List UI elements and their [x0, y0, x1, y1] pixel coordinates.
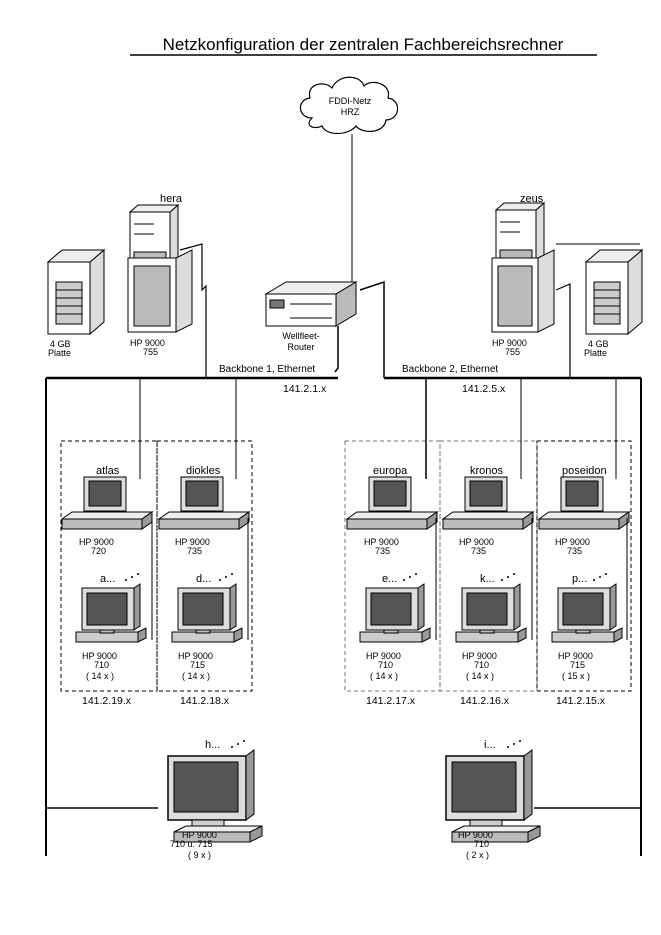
big-workstation-icon-left [167, 749, 263, 843]
workstation-icon-poseidon [538, 476, 630, 530]
backbone-1-net: 141.2.1.x [283, 383, 327, 395]
client-icon-kronos [455, 583, 527, 643]
segment-kronos-ws-model: HP 9000 [462, 651, 497, 661]
server-zeus-model: HP 9000 [492, 338, 527, 348]
fddi-cloud-label: FDDI-Netz [329, 96, 372, 106]
segment-kronos-clients-prefix: k... [480, 573, 495, 585]
segment-kronos-type: 735 [471, 546, 486, 556]
diagram-title: Netzkonfiguration der zentralen Fachbere… [163, 35, 564, 54]
segment-poseidon-type: 735 [567, 546, 582, 556]
segment-atlas-ws-type: 710 [94, 660, 109, 670]
bottom-right-model: HP 9000 [458, 830, 493, 840]
bottom-left-count: ( 9 x ) [188, 850, 211, 860]
segment-diokles-clients-prefix: d... [196, 573, 211, 585]
bottom-left-model: HP 9000 [182, 830, 217, 840]
segment-kronos-ws-type: 710 [474, 660, 489, 670]
segment-kronos-model: HP 9000 [459, 537, 494, 547]
workstation-icon-kronos [442, 476, 534, 530]
disk-right-sublabel: Platte [584, 348, 607, 358]
big-workstation-icon-right [445, 749, 541, 843]
client-icon-europa [359, 583, 431, 643]
client-icon-atlas [75, 583, 147, 643]
segment-diokles-model: HP 9000 [175, 537, 210, 547]
client-icon-diokles [171, 583, 243, 643]
segment-diokles-ws-type: 715 [190, 660, 205, 670]
segment-boxes [60, 440, 632, 692]
server-zeus-name: zeus [520, 193, 544, 205]
backbone-1-label: Backbone 1, Ethernet [219, 364, 315, 375]
server-hera-type: 755 [143, 347, 158, 357]
segment-poseidon-ws-type: 715 [570, 660, 585, 670]
segment-europa-ws-type: 710 [378, 660, 393, 670]
segment-kronos-ws-count: ( 14 x ) [466, 671, 494, 681]
segment-diokles-ws-count: ( 14 x ) [182, 671, 210, 681]
fddi-cloud-sublabel: HRZ [341, 107, 360, 117]
segment-diokles-ws-model: HP 9000 [178, 651, 213, 661]
server-hera-model: HP 9000 [130, 338, 165, 348]
segment-atlas-name: atlas [96, 465, 120, 477]
router-label: Wellfleet- [282, 331, 319, 341]
router-sublabel: Router [287, 342, 314, 352]
segment-diokles-net: 141.2.18.x [180, 695, 230, 707]
segment-atlas-net: 141.2.19.x [82, 695, 132, 707]
router-icon [264, 281, 358, 327]
segment-atlas-type: 720 [91, 546, 106, 556]
segment-diokles-name: diokles [186, 465, 221, 477]
segment-poseidon-ws-count: ( 15 x ) [562, 671, 590, 681]
backbone-2-net: 141.2.5.x [462, 383, 506, 395]
router-link-backbone-2 [359, 280, 385, 378]
server-hera-name: hera [160, 193, 183, 205]
bottom-right-count: ( 2 x ) [466, 850, 489, 860]
segment-europa-net: 141.2.17.x [366, 695, 416, 707]
segment-kronos-name: kronos [470, 465, 504, 477]
disk-right-label: 4 GB [588, 339, 609, 349]
bottom-left-type: 710 u. 715 [170, 839, 213, 849]
workstation-icon-diokles [158, 476, 250, 530]
segment-kronos-net: 141.2.16.x [460, 695, 510, 707]
backbone-2-label: Backbone 2, Ethernet [402, 364, 498, 375]
bottom-left-prefix: h... [205, 739, 220, 751]
segment-poseidon-model: HP 9000 [555, 537, 590, 547]
segment-europa-ws-model: HP 9000 [366, 651, 401, 661]
segment-atlas-clients-prefix: a... [100, 573, 115, 585]
server-zeus-type: 755 [505, 347, 520, 357]
disk-icon-right [585, 249, 643, 335]
router-link-backbone-1 [334, 326, 339, 373]
segment-europa-name: europa [373, 465, 408, 477]
disk-left-label: 4 GB [50, 339, 71, 349]
hera-link [179, 243, 207, 378]
workstation-icon-europa [346, 476, 438, 530]
disk-icon-left [47, 249, 105, 335]
segment-atlas-ws-count: ( 14 x ) [86, 671, 114, 681]
segment-atlas-ws-model: HP 9000 [82, 651, 117, 661]
more-dots [125, 573, 607, 581]
segment-poseidon-net: 141.2.15.x [556, 695, 606, 707]
segment-poseidon-clients-prefix: p... [572, 573, 587, 585]
segment-europa-type: 735 [375, 546, 390, 556]
bottom-more-dots [231, 740, 521, 748]
disk-left-sublabel: Platte [48, 348, 71, 358]
fddi-cloud: FDDI-Netz HRZ [299, 76, 399, 135]
zeus-disk-link [555, 283, 571, 378]
bottom-right-type: 710 [474, 839, 489, 849]
client-icon-poseidon [551, 583, 623, 643]
segment-poseidon-name: poseidon [562, 465, 607, 477]
segment-poseidon-ws-model: HP 9000 [558, 651, 593, 661]
bottom-right-prefix: i... [484, 739, 496, 751]
segment-europa-ws-count: ( 14 x ) [370, 671, 398, 681]
segment-europa-model: HP 9000 [364, 537, 399, 547]
workstation-icon-atlas [61, 476, 153, 530]
segment-diokles-type: 735 [187, 546, 202, 556]
segment-europa-clients-prefix: e... [382, 573, 397, 585]
segment-atlas-model: HP 9000 [79, 537, 114, 547]
